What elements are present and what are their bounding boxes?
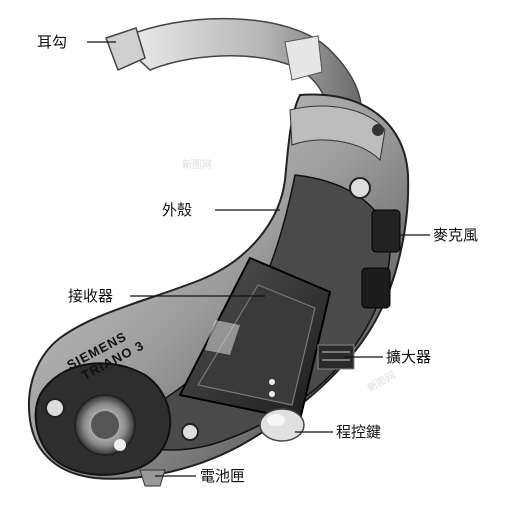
label-amplifier: 擴大器 [386, 348, 431, 366]
receiver-component [178, 256, 332, 422]
watermark-2: 新图网 [365, 368, 397, 394]
leader-lines [87, 41, 430, 477]
program-button-component [259, 408, 305, 442]
label-microphone: 麥克風 [433, 226, 478, 244]
label-battery-compartment: 電池匣 [200, 467, 245, 485]
label-program-button: 程控鍵 [336, 423, 381, 441]
battery-compartment-component [34, 362, 199, 487]
microphone-component [349, 124, 401, 309]
watermark: 新图网 [182, 158, 212, 171]
label-shell: 外殼 [162, 201, 192, 219]
label-ear-hook: 耳勾 [37, 33, 67, 51]
label-receiver: 接收器 [68, 287, 113, 305]
